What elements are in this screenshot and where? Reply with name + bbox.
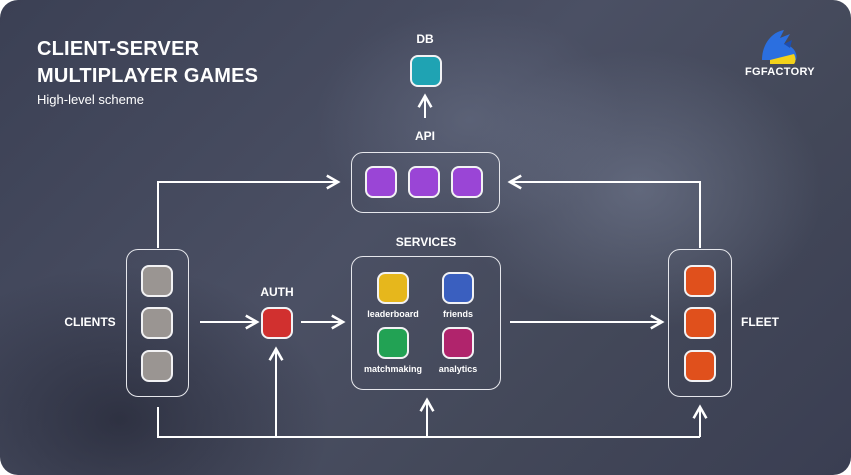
title-line-1: CLIENT-SERVER — [37, 38, 200, 60]
fleet-node-3 — [684, 350, 716, 382]
arrow-clients-to-api — [157, 174, 341, 248]
fleet-box — [668, 249, 732, 397]
analytics-label: analytics — [438, 364, 478, 374]
matchmaking-label: matchmaking — [363, 364, 423, 374]
clients-box — [126, 249, 189, 397]
api-node-3 — [451, 166, 483, 198]
friends-node — [442, 272, 474, 304]
fleet-node-2 — [684, 307, 716, 339]
clients-label: CLIENTS — [64, 315, 116, 329]
fleet-node-1 — [684, 265, 716, 297]
page-subtitle: High-level scheme — [37, 92, 144, 107]
arrow-fleet-to-api — [507, 174, 701, 248]
leaderboard-node — [377, 272, 409, 304]
client-node-3 — [141, 350, 173, 382]
fgfactory-logo-icon — [762, 30, 797, 64]
fleet-label: FLEET — [741, 315, 779, 329]
client-node-1 — [141, 265, 173, 297]
brand-name: FGFACTORY — [745, 66, 815, 78]
auth-label: AUTH — [260, 285, 294, 299]
api-box — [351, 152, 500, 213]
matchmaking-node — [377, 327, 409, 359]
auth-node — [261, 307, 293, 339]
page-title: CLIENT-SERVER MULTIPLAYER GAMES — [37, 36, 258, 90]
client-node-2 — [141, 307, 173, 339]
api-node-1 — [365, 166, 397, 198]
friends-label: friends — [442, 309, 473, 319]
services-box: leaderboard friends matchmaking analytic… — [351, 256, 501, 390]
api-node-2 — [408, 166, 440, 198]
api-label: API — [414, 129, 435, 143]
db-node — [410, 55, 442, 87]
analytics-node — [442, 327, 474, 359]
db-label: DB — [416, 32, 434, 46]
title-line-2: MULTIPLAYER GAMES — [37, 65, 259, 87]
leaderboard-label: leaderboard — [367, 309, 419, 319]
services-label: SERVICES — [395, 235, 457, 249]
bottom-bus-line — [157, 407, 700, 438]
